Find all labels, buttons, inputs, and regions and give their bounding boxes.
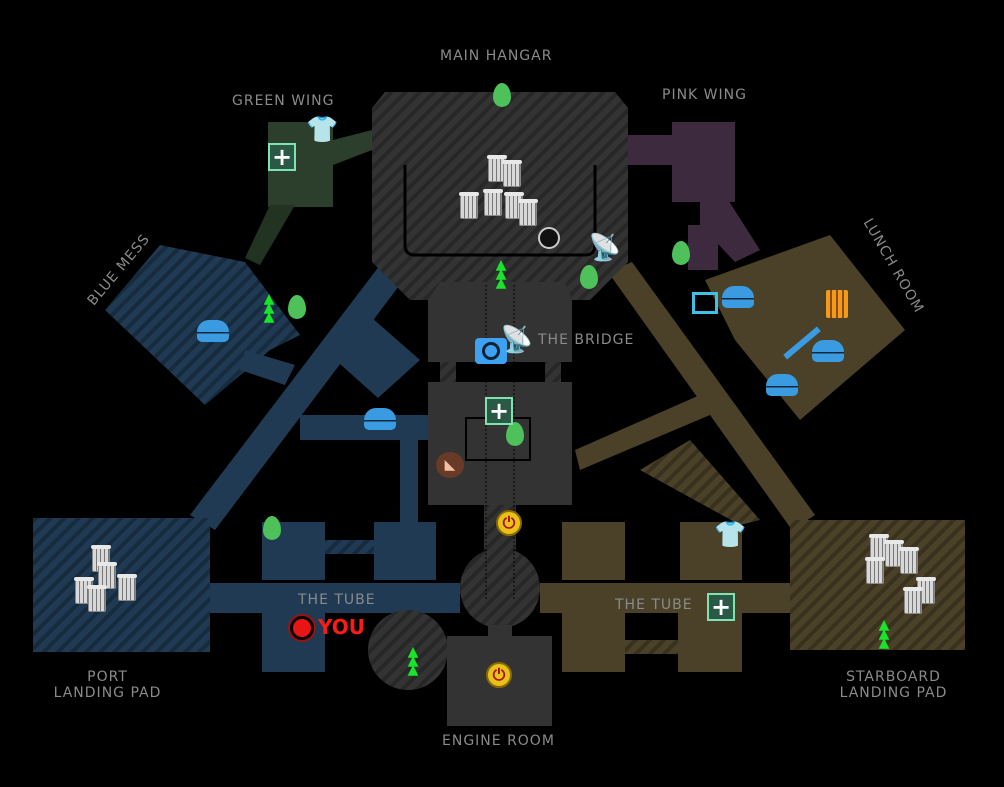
egg-icon[interactable] [672, 241, 690, 265]
shirt-icon[interactable]: 👕 [306, 115, 339, 145]
power-button-icon[interactable]: ⏻ [486, 662, 512, 688]
trash-can-icon[interactable] [865, 557, 885, 584]
trash-can-icon[interactable] [502, 160, 522, 187]
trash-can-icon[interactable] [87, 585, 107, 612]
burger-icon[interactable] [364, 408, 396, 430]
medkit-icon[interactable]: + [268, 143, 296, 171]
label-engine-room: ENGINE ROOM [442, 733, 555, 749]
burger-icon[interactable] [812, 340, 844, 362]
label-main-hangar: MAIN HANGAR [440, 48, 553, 64]
radar-dish-icon[interactable]: 📡 [500, 325, 534, 355]
egg-icon[interactable] [263, 516, 281, 540]
label-line: PORT [87, 669, 128, 685]
player-marker-label: YOU [318, 615, 366, 639]
label-the-tube-right: THE TUBE [615, 597, 693, 613]
medkit-icon[interactable]: + [485, 397, 513, 425]
orange-trash-icon[interactable] [826, 290, 848, 318]
pink-wing-zone [628, 122, 760, 270]
trash-can-icon[interactable] [459, 192, 479, 219]
medkit-icon[interactable]: + [707, 593, 735, 621]
egg-icon[interactable] [506, 422, 524, 446]
trash-can-icon[interactable] [117, 574, 137, 601]
trash-can-icon[interactable] [483, 189, 503, 216]
monster-icon[interactable]: ◣ [436, 452, 464, 478]
chevron-up-icon[interactable]: ▲▲▲ [495, 256, 507, 291]
label-the-bridge: THE BRIDGE [538, 332, 635, 348]
egg-icon[interactable] [288, 295, 306, 319]
chevron-up-icon[interactable]: ▲▲▲ [878, 616, 890, 651]
egg-icon[interactable] [580, 265, 598, 289]
label-starboard-landing-pad: STARBOARD LANDING PAD [836, 669, 951, 701]
trash-can-icon[interactable] [518, 199, 538, 226]
trash-can-icon[interactable] [869, 534, 889, 561]
label-pink-wing: PINK WING [662, 87, 747, 103]
shirt-icon[interactable]: 👕 [714, 520, 747, 550]
radar-dish-icon[interactable]: 📡 [588, 233, 622, 263]
label-line: LANDING PAD [53, 685, 162, 701]
player-location-icon [293, 619, 311, 637]
helmet-icon[interactable] [538, 227, 560, 249]
trash-can-icon[interactable] [487, 155, 507, 182]
trash-can-icon[interactable] [903, 587, 923, 614]
power-button-icon[interactable]: ⏻ [496, 510, 522, 536]
label-line: LANDING PAD [839, 685, 948, 701]
store-icon[interactable] [692, 292, 718, 314]
egg-icon[interactable] [493, 83, 511, 107]
olive-zone [540, 235, 965, 672]
label-line: STARBOARD [846, 669, 941, 685]
label-port-landing-pad: PORT LANDING PAD [50, 669, 165, 701]
burger-icon[interactable] [766, 374, 798, 396]
chevron-up-icon[interactable]: ▲▲▲ [263, 290, 275, 325]
trash-can-icon[interactable] [899, 547, 919, 574]
camera-icon[interactable] [475, 338, 507, 364]
burger-icon[interactable] [722, 286, 754, 308]
chevron-up-icon[interactable]: ▲▲▲ [407, 643, 419, 678]
burger-icon[interactable] [197, 320, 229, 342]
label-the-tube-left: THE TUBE [298, 592, 376, 608]
label-green-wing: GREEN WING [232, 93, 335, 109]
trash-can-icon[interactable] [97, 562, 117, 589]
trash-can-icon[interactable] [884, 540, 904, 567]
